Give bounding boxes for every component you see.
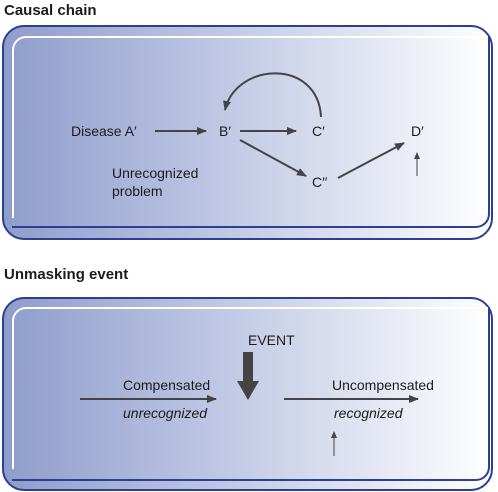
feedback-arc-c1-to-b	[223, 72, 322, 118]
causal-chain-title: Causal chain	[4, 2, 97, 19]
node-disease-a: Disease A′	[71, 123, 137, 139]
note-unrecognized: Unrecognized	[112, 165, 199, 181]
label-compensated: Compensated	[123, 377, 211, 393]
node-c1: C′	[312, 123, 325, 139]
label-uncompensated: Uncompensated	[332, 377, 434, 393]
label-recognized: recognized	[334, 405, 403, 421]
panel-highlight-line	[12, 36, 490, 218]
panel-shadow-line	[12, 307, 490, 481]
unmasking-event-panel	[2, 297, 493, 491]
event-down-arrow	[237, 352, 259, 400]
panel-highlight-line	[12, 307, 490, 469]
unmasking-event-title: Unmasking event	[4, 266, 129, 283]
label-unrecognized: unrecognized	[123, 405, 208, 421]
event-label: EVENT	[248, 332, 295, 348]
causal-chain-panel	[2, 25, 493, 240]
arrow-c2-to-d	[337, 142, 405, 179]
arrow-b-to-c2	[239, 139, 307, 177]
node-d: D′	[411, 123, 424, 139]
panel-shadow-line	[12, 36, 490, 228]
node-c2: C′′	[312, 174, 328, 190]
node-b: B′	[219, 123, 231, 139]
note-problem: problem	[112, 183, 163, 199]
